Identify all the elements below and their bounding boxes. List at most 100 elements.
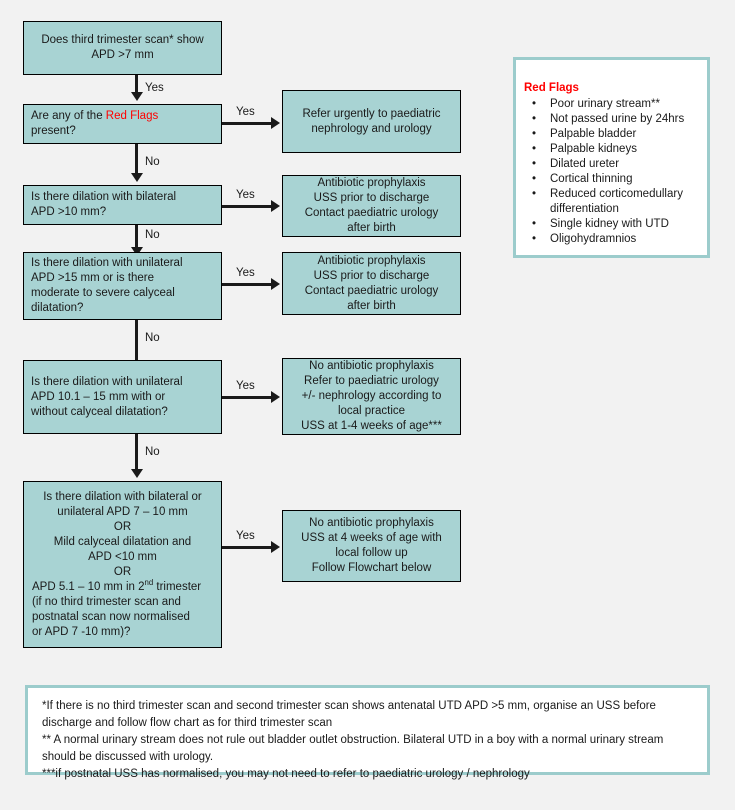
red-flags-title: Red Flags: [524, 82, 579, 94]
decision-line: APD >10 mm?: [31, 206, 107, 218]
connector-arrow-d1-d2: [131, 92, 143, 101]
decision-line-superscript: APD 5.1 – 10 mm in 2nd trimester: [32, 578, 213, 595]
decision-line: present?: [31, 125, 76, 137]
list-item: • Single kidney with UTD: [524, 217, 699, 232]
decision-line: APD <10 mm: [88, 550, 157, 563]
decision-box-unilateral-apd-15[interactable]: Is there dilation with unilateral APD >1…: [23, 252, 222, 320]
bullet-icon: •: [532, 218, 537, 230]
superscript-text-before: APD 5.1 – 10 mm in 2: [32, 580, 145, 593]
outcome-line: local practice: [337, 405, 406, 417]
decision-line: OR: [113, 520, 132, 533]
outcome-line: USS prior to discharge: [313, 192, 430, 204]
outcome-line: Antibiotic prophylaxis: [317, 254, 426, 267]
edge-label-no-d2: No: [145, 156, 160, 168]
decision-line: Does third trimester scan* show: [41, 34, 204, 46]
list-item: •Cortical thinning: [524, 172, 699, 187]
outcome-box-antibiotic-prophylaxis-1[interactable]: Antibiotic prophylaxis USS prior to disc…: [282, 175, 461, 237]
bullet-icon: •: [532, 233, 537, 245]
decision-line: Is there dilation with bilateral: [31, 191, 177, 203]
list-item-label: Oligohydramnios: [550, 233, 637, 245]
connector-arrow-d3-d4: [131, 247, 143, 256]
decision-box-red-flags-present[interactable]: Are any of the Red Flags present?: [23, 104, 222, 144]
decision-line: APD >7 mm: [91, 49, 154, 61]
connector-d1-d2: [135, 75, 138, 94]
outcome-box-antibiotic-prophylaxis-2[interactable]: Antibiotic prophylaxis USS prior to disc…: [282, 252, 461, 315]
list-item-label: Poor urinary stream**: [550, 98, 660, 110]
outcome-line: No antibiotic prophylaxis: [309, 360, 434, 372]
connector-arrow-d5-o4: [271, 391, 280, 403]
connector-d2-d3: [135, 144, 138, 175]
bullet-icon: •: [532, 128, 537, 140]
connector-arrow-d4-o3: [271, 278, 280, 290]
edge-label-yes-d2: Yes: [236, 106, 255, 118]
decision-line: postnatal scan now normalised: [32, 610, 190, 623]
connector-d5-d6: [135, 434, 138, 472]
list-item: • Reduced corticomedullary differentiatio…: [524, 187, 699, 217]
decision-line: Is there dilation with unilateral: [31, 257, 183, 269]
outcome-box-no-prophylaxis-refer[interactable]: No antibiotic prophylaxis Refer to paedi…: [282, 358, 461, 435]
decision-text-prefix: Are any of the: [31, 110, 106, 122]
decision-line: Is there dilation with unilateral: [31, 375, 183, 388]
list-item-label: Not passed urine by 24hrs: [550, 113, 685, 125]
list-item: • Palpable bladder: [524, 127, 699, 142]
bullet-icon: •: [532, 113, 537, 125]
outcome-line: Refer urgently to paediatric: [302, 107, 441, 120]
decision-box-bilateral-apd-10[interactable]: Is there dilation with bilateral APD >10…: [23, 185, 222, 225]
edge-label-yes-d3: Yes: [236, 189, 255, 201]
edge-label-no-d4: No: [145, 332, 160, 344]
bullet-icon: •: [532, 188, 537, 200]
outcome-line: +/- nephrology according to: [301, 390, 442, 402]
outcome-line: USS at 1-4 weeks of age***: [301, 420, 442, 432]
edge-label-no-d5: No: [145, 446, 160, 458]
decision-line: without calyceal dilatation?: [31, 405, 168, 418]
list-item: • Oligohydramnios: [524, 232, 699, 247]
outcome-box-no-prophylaxis-follow-up[interactable]: No antibiotic prophylaxis USS at 4 weeks…: [282, 510, 461, 582]
decision-line: or APD 7 -10 mm)?: [32, 625, 131, 638]
footnotes-panel: *If there is no third trimester scan and…: [25, 685, 710, 780]
list-item: • Palpable kidneys: [524, 142, 699, 157]
outcome-line: Follow Flowchart below: [311, 562, 432, 574]
red-flags-list: •Poor urinary stream** •Not passed urine…: [524, 97, 699, 247]
decision-line: dilatation?: [31, 302, 84, 314]
decision-line: Are any of the Red Flags: [31, 109, 158, 124]
connector-arrow-d3-o2: [271, 200, 280, 212]
outcome-box-refer-urgently[interactable]: Refer urgently to paediatric nephrology …: [282, 90, 461, 153]
decision-box-third-trimester-scan[interactable]: Does third trimester scan* show APD >7 m…: [23, 21, 222, 75]
list-item: • Not passed urine by 24hrs: [524, 112, 699, 127]
decision-line: APD >15 mm or is there: [31, 272, 155, 284]
decision-box-unilateral-apd-10-15[interactable]: Is there dilation with unilateral APD 10…: [23, 360, 222, 434]
list-item-label: Reduced corticomedullary differentiation: [550, 188, 683, 215]
connector-d4-o3: [222, 283, 272, 286]
footnote-line: discharge and follow flow chart as for t…: [42, 717, 333, 729]
decision-line: OR: [113, 565, 132, 578]
superscript-text-after: trimester: [153, 580, 202, 593]
outcome-line: No antibiotic prophylaxis: [309, 517, 434, 529]
outcome-line: Contact paediatric urology: [304, 207, 439, 219]
list-item: •Dilated ureter: [524, 157, 699, 172]
decision-line: Is there dilation with bilateral or: [43, 490, 202, 503]
footnote-line: ***if postnatal USS has normalised, you …: [42, 768, 530, 780]
bullet-icon: •: [532, 173, 537, 185]
decision-line: unilateral APD 7 – 10 mm: [57, 505, 188, 518]
list-item-label: Single kidney with UTD: [550, 218, 669, 230]
connector-d2-o1: [222, 122, 272, 125]
connector-arrow-d2-d3: [131, 173, 143, 182]
edge-label-yes-d4: Yes: [236, 267, 255, 279]
bullet-icon: •: [532, 143, 537, 155]
decision-line: moderate to severe calyceal: [31, 287, 175, 299]
outcome-line: USS at 4 weeks of age with: [301, 532, 442, 544]
decision-box-mild-dilation[interactable]: Is there dilation with bilateral or unil…: [23, 481, 222, 648]
connector-d3-o2: [222, 205, 272, 208]
list-item-label: Palpable kidneys: [550, 143, 637, 155]
list-item: •Poor urinary stream**: [524, 97, 699, 112]
outcome-line: Refer to paediatric urology: [304, 375, 439, 387]
outcome-line: nephrology and urology: [311, 122, 432, 135]
edge-label-yes-d5: Yes: [236, 380, 255, 392]
connector-d4-d5: [135, 320, 138, 362]
connector-d6-o5: [222, 546, 272, 549]
decision-line: APD 10.1 – 15 mm with or: [31, 390, 166, 403]
outcome-line: Antibiotic prophylaxis: [317, 177, 426, 189]
list-item-label: Palpable bladder: [550, 128, 637, 140]
footnote-line: ** A normal urinary stream does not rule…: [42, 734, 664, 746]
